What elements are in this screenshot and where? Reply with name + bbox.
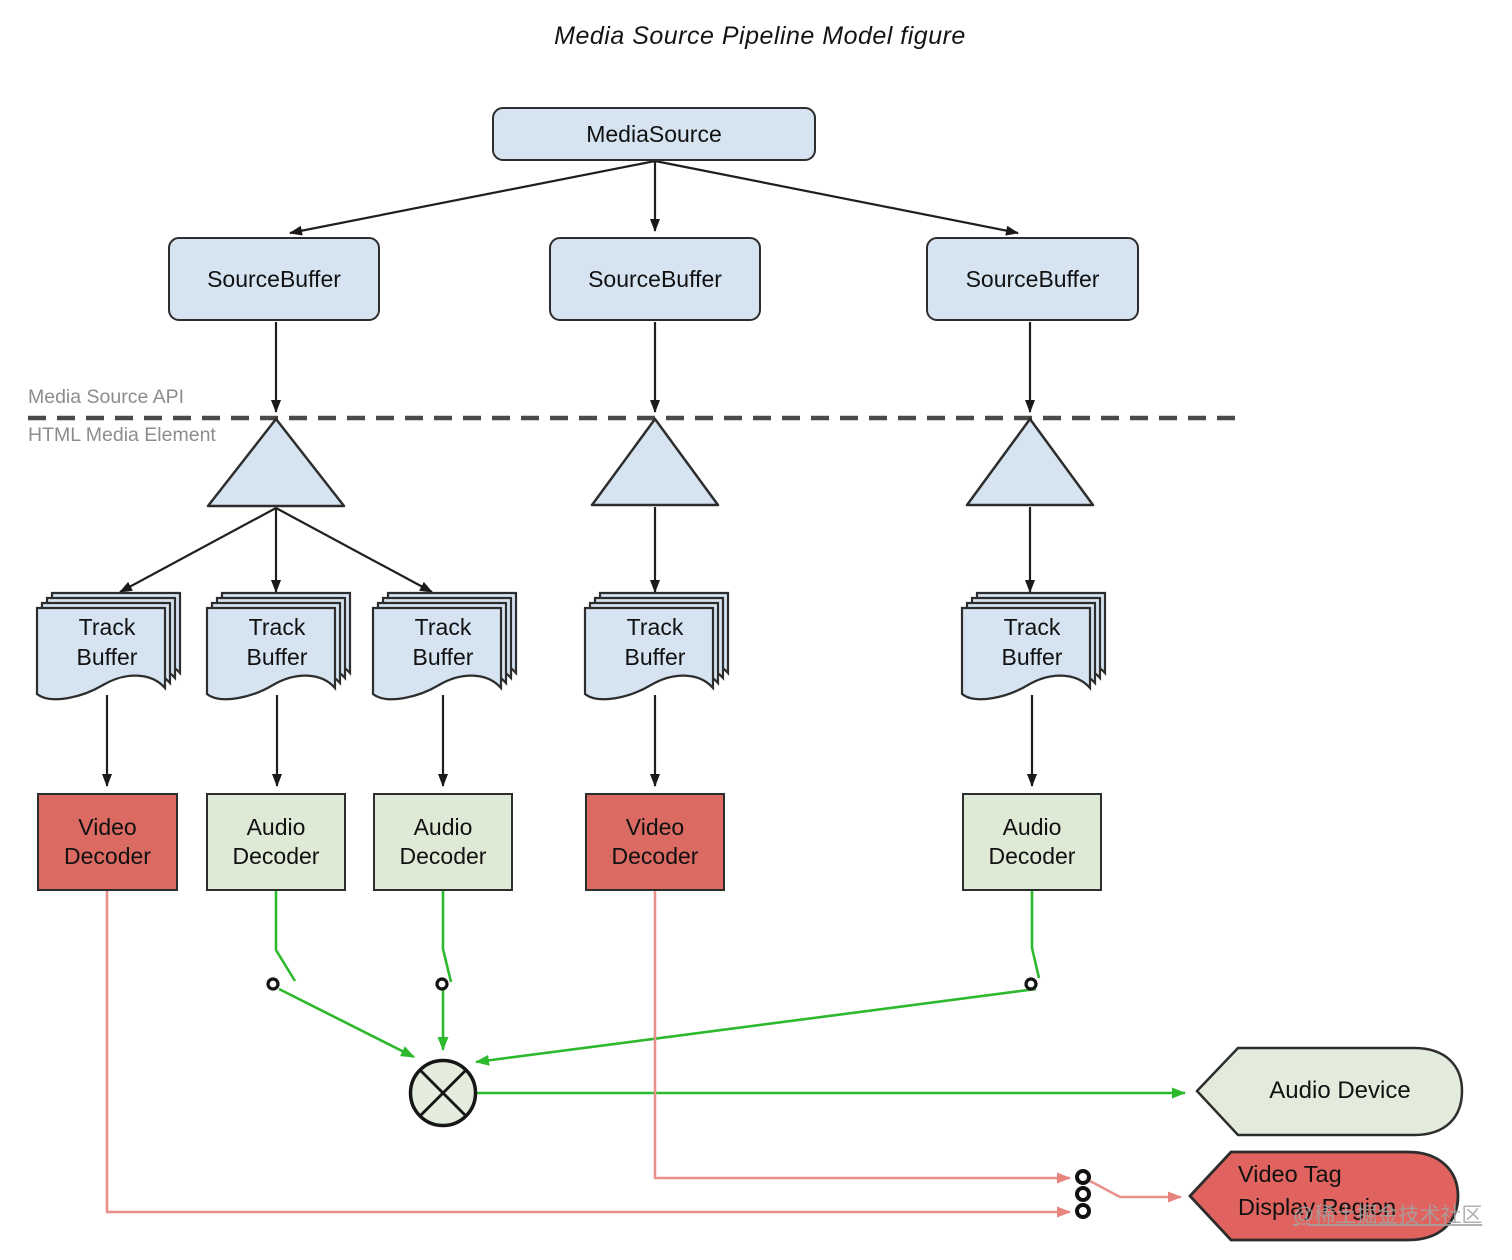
track-buffer-stacks bbox=[35, 591, 1107, 701]
track-buffer-5-line2: Buffer bbox=[1001, 643, 1063, 670]
node-video-decoder-1: Video Decoder bbox=[37, 793, 178, 891]
edge-element1-trackbuffer-3 bbox=[275, 507, 433, 593]
audio-decoder-3-line2: Decoder bbox=[988, 843, 1076, 869]
source-buffer-2-label: SourceBuffer bbox=[588, 265, 722, 292]
wire-video-decoder1-selector bbox=[105, 890, 1071, 1218]
video-decoder-2-line1: Video bbox=[625, 814, 685, 841]
wire-audio-decoder5-switch bbox=[1030, 890, 1041, 979]
node-audio-decoder-2: Audio Decoder bbox=[373, 793, 513, 891]
audio-decoder-2-line1: Audio bbox=[413, 814, 473, 841]
track-buffer-4-line2: Buffer bbox=[624, 643, 686, 670]
node-source-buffer-1: SourceBuffer bbox=[168, 237, 380, 321]
track-buffer-3-label: Track Buffer bbox=[379, 613, 507, 673]
track-buffer-2-line1: Track bbox=[248, 614, 306, 640]
media-element-triangle-3 bbox=[965, 417, 1095, 507]
audio-switch-contact-2 bbox=[435, 977, 449, 991]
track-buffer-5-label: Track Buffer bbox=[968, 613, 1096, 673]
wire-audio-decoder3-switch bbox=[441, 890, 453, 983]
wire-switch3-mixer bbox=[475, 987, 1037, 1066]
node-source-buffer-3: SourceBuffer bbox=[926, 237, 1139, 321]
audio-switch-contact-1 bbox=[266, 977, 280, 991]
wire-video-decoder4-selector bbox=[653, 890, 1071, 1184]
wire-switch1-mixer bbox=[278, 987, 415, 1059]
label-media-source-api: Media Source API bbox=[28, 386, 185, 408]
track-buffer-4-line1: Track bbox=[626, 614, 684, 640]
watermark-text: @稀土掘金技术社区 bbox=[1293, 1204, 1483, 1227]
audio-device-shape bbox=[1195, 1046, 1464, 1137]
audio-decoder-1-line1: Audio bbox=[246, 814, 306, 841]
wire-audio-decoder2-switch bbox=[274, 890, 297, 982]
track-buffer-2-line2: Buffer bbox=[246, 643, 308, 670]
edge-mediasource-sourcebuffer-3 bbox=[654, 159, 1019, 236]
source-buffer-3-label: SourceBuffer bbox=[965, 265, 1100, 292]
track-buffer-3-line1: Track bbox=[414, 614, 472, 640]
video-decoder-2-line2: Decoder bbox=[611, 843, 699, 869]
video-decoder-1-line2: Decoder bbox=[64, 843, 151, 869]
video-tag-line2: Display Region bbox=[1238, 1193, 1397, 1220]
source-buffer-1-label: SourceBuffer bbox=[207, 265, 341, 292]
diagram-title: Media Source Pipeline Model figure bbox=[554, 22, 966, 50]
media-element-triangle-1 bbox=[206, 417, 346, 508]
video-tag-line1: Video Tag bbox=[1238, 1161, 1342, 1187]
video-selector-contact-top bbox=[1075, 1169, 1091, 1185]
audio-decoder-1-line2: Decoder bbox=[232, 843, 320, 869]
node-source-buffer-2: SourceBuffer bbox=[549, 237, 761, 321]
track-buffer-2-label: Track Buffer bbox=[213, 613, 341, 673]
node-video-decoder-2: Video Decoder bbox=[585, 793, 725, 891]
video-selector-contact-middle bbox=[1075, 1186, 1091, 1202]
edge-mediasource-sourcebuffer-1 bbox=[289, 159, 656, 236]
audio-switch-contact-3 bbox=[1024, 977, 1038, 991]
node-media-source-label: MediaSource bbox=[586, 120, 722, 147]
node-audio-decoder-1: Audio Decoder bbox=[206, 793, 346, 891]
video-tag-label: Video Tag Display Region bbox=[1238, 1158, 1453, 1224]
node-audio-decoder-3: Audio Decoder bbox=[962, 793, 1102, 891]
media-element-triangle-2 bbox=[590, 417, 720, 507]
track-buffer-1-line1: Track bbox=[78, 614, 136, 640]
audio-decoder-2-line2: Decoder bbox=[399, 843, 487, 869]
video-tag-shape bbox=[1188, 1150, 1460, 1242]
track-buffer-5-line1: Track bbox=[1003, 614, 1061, 640]
audio-mixer-x2 bbox=[420, 1070, 466, 1116]
audio-decoder-3-line1: Audio bbox=[1002, 814, 1062, 841]
audio-mixer bbox=[408, 1058, 478, 1128]
track-buffer-4-label: Track Buffer bbox=[591, 613, 719, 673]
wire-selector-video-tag bbox=[1089, 1179, 1182, 1203]
node-media-source: MediaSource bbox=[492, 107, 816, 161]
video-selector-contact-bottom bbox=[1075, 1203, 1091, 1219]
label-html-media-element: HTML Media Element bbox=[28, 424, 216, 446]
video-decoder-1-line1: Video bbox=[78, 814, 137, 841]
track-buffer-1-label: Track Buffer bbox=[43, 613, 171, 673]
edge-element1-trackbuffer-1 bbox=[119, 507, 277, 593]
track-buffer-3-line2: Buffer bbox=[412, 643, 474, 670]
audio-device-label: Audio Device bbox=[1269, 1077, 1411, 1104]
track-buffer-1-line2: Buffer bbox=[76, 643, 138, 670]
